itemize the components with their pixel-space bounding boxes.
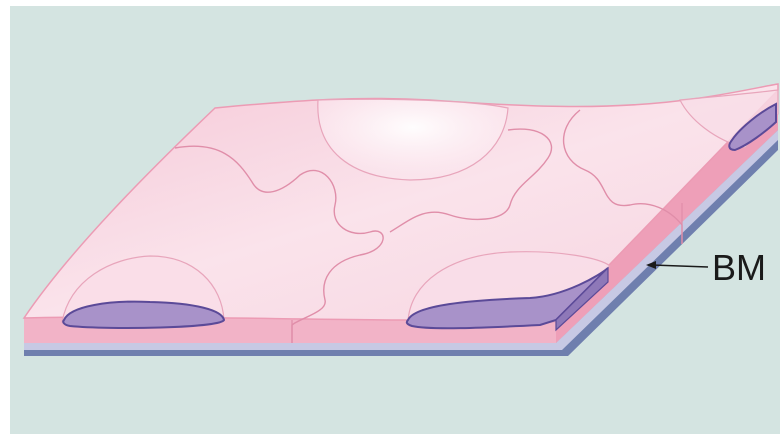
bm-label: BM: [712, 250, 766, 286]
